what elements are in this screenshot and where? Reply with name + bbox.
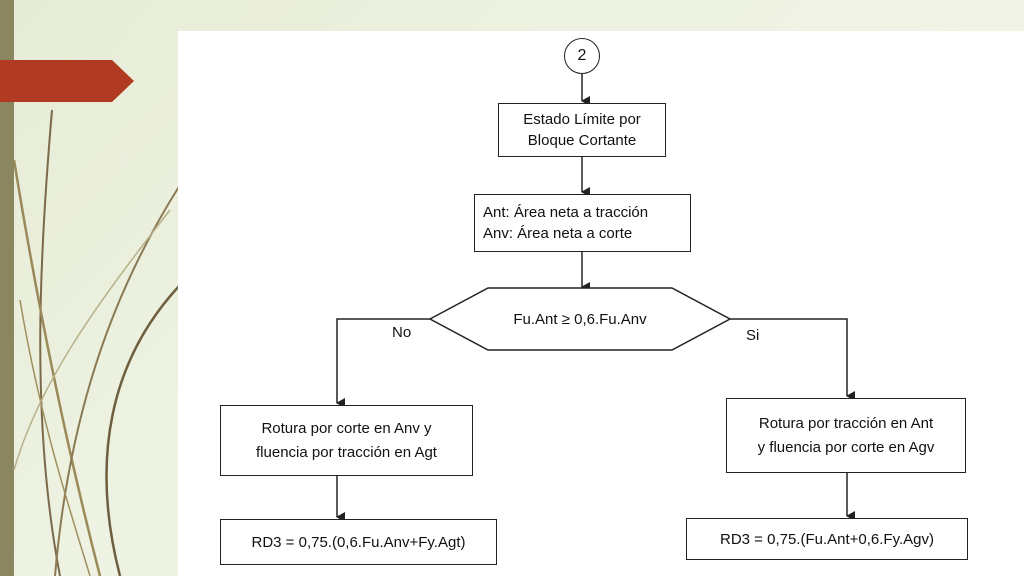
left-accent-bar [0,0,14,576]
box-estado-limite: Estado Límite por Bloque Cortante [498,103,666,157]
box-left-rupture: Rotura por corte en Anv y fluencia por t… [220,405,473,476]
accent-arrow-tab [0,60,134,102]
box-left-formula: RD3 = 0,75.(0,6.Fu.Anv+Fy.Agt) [220,519,497,565]
box-areas: Ant: Área neta a tracción Anv: Área neta… [474,194,691,252]
box-right-rupture: Rotura por tracción en Ant y fluencia po… [726,398,966,473]
start-connector-node: 2 [564,38,600,74]
decorative-swoosh [12,109,181,576]
branch-label-si: Si [746,327,760,344]
decision-diamond [428,287,732,351]
branch-label-no: No [392,324,412,341]
box-right-formula: RD3 = 0,75.(Fu.Ant+0,6.Fy.Agv) [686,518,968,560]
decision-text: Fu.Ant ≥ 0,6.Fu.Anv [513,310,647,328]
